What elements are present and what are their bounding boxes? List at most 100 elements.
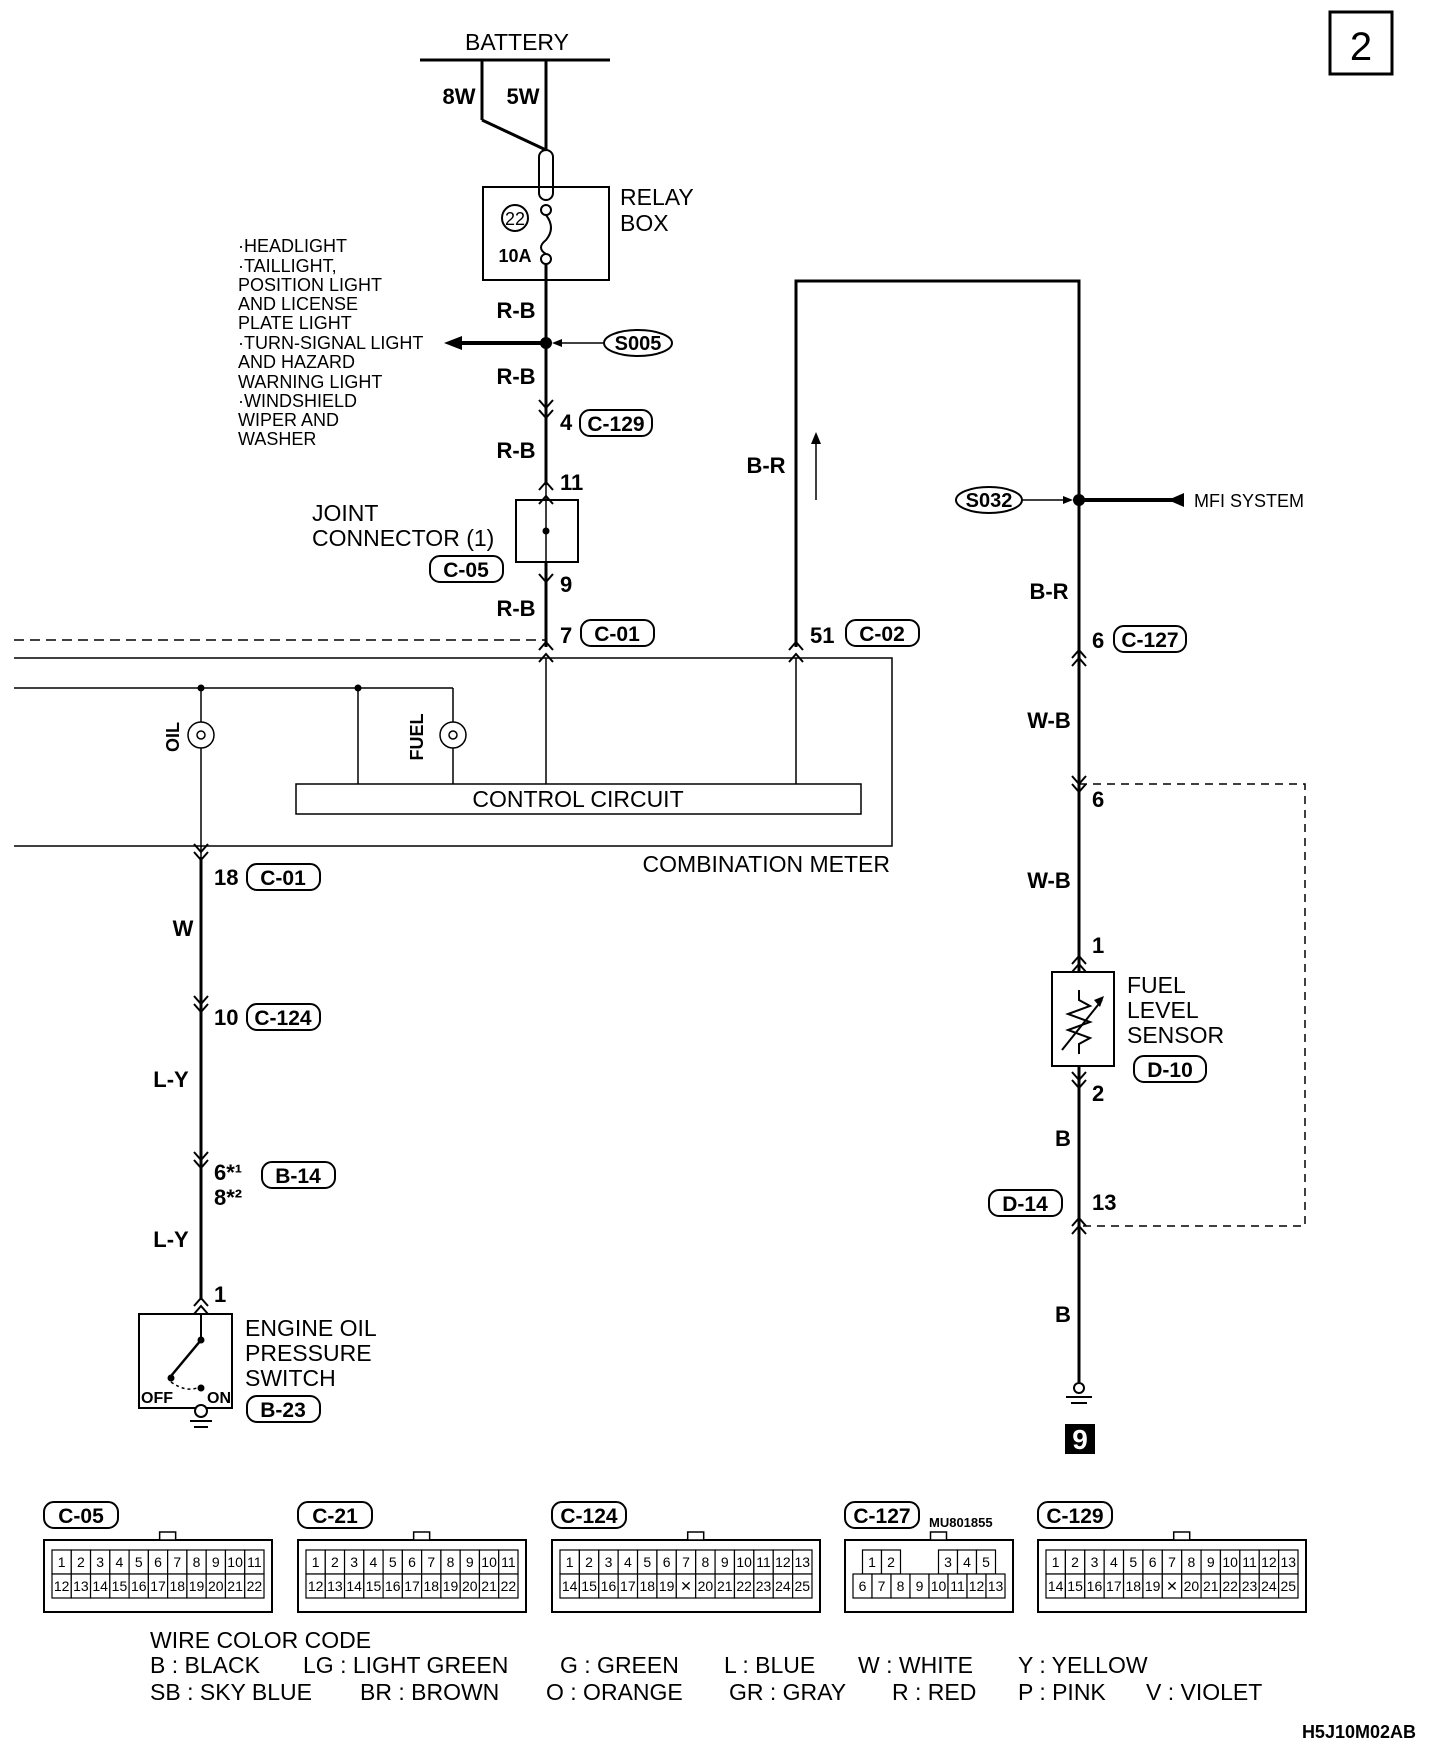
pin-6-c127: 6 [1092, 628, 1104, 653]
joint-arrow [538, 494, 554, 505]
control-circuit-box [295, 783, 862, 815]
joint-dot [542, 527, 550, 535]
oil-switch-label-1: ENGINE OIL [245, 1315, 377, 1341]
connector-pin-number: 14 [92, 1578, 108, 1594]
fuse-terminal-bottom [540, 253, 552, 265]
color-code-entry: V : VIOLET [1146, 1679, 1262, 1705]
connector-pin-number: 18 [1125, 1578, 1141, 1594]
load-line: WASHER [238, 429, 316, 449]
connector-pin-number: 10 [736, 1554, 752, 1570]
connector-pin-number: 13 [327, 1578, 343, 1594]
resistor-variable-arrow [1061, 999, 1103, 1051]
connector-mark-joint-top [538, 480, 554, 491]
wire-ly-1: L-Y [153, 1067, 189, 1092]
connector-pin-number: 18 [169, 1578, 185, 1594]
tag-c127: C-127 [1121, 629, 1178, 652]
oil-pressure-switch-box [138, 1313, 233, 1409]
splice-s032-label: S032 [966, 490, 1013, 512]
mfi-system-label: MFI SYSTEM [1194, 491, 1304, 511]
connector-pin-number: 19 [443, 1578, 459, 1594]
loads-arrow [444, 336, 462, 350]
color-code-entry: GR : GRAY [729, 1679, 846, 1705]
connector-view-tag-box [844, 1501, 920, 1529]
connector-pin-number: 8 [897, 1578, 905, 1594]
connector-pin-number: 12 [969, 1578, 985, 1594]
fuse-element [540, 214, 552, 255]
connector-pin-number: 15 [112, 1578, 128, 1594]
page-number-box [1328, 10, 1394, 76]
connector-pin-number: 16 [1087, 1578, 1103, 1594]
connector-view-tag: C-05 [58, 1505, 104, 1528]
fuel-lamp-filament [448, 730, 458, 740]
connector-pin-number: 5 [643, 1554, 651, 1570]
connector-pin-number: 1 [312, 1554, 320, 1570]
connector-pin-number: 5 [135, 1554, 143, 1570]
connector-pin-number: 12 [1261, 1554, 1277, 1570]
connector-pin-number: 21 [717, 1578, 733, 1594]
tag-c05: C-05 [443, 559, 489, 582]
pin-9: 9 [560, 572, 572, 597]
connector-pin-number: 13 [795, 1554, 811, 1570]
connector-pin-number: 16 [601, 1578, 617, 1594]
connector-mark-joint-bottom [538, 573, 554, 584]
connector-pin-number: 9 [212, 1554, 220, 1570]
pin-13: 13 [1092, 1190, 1116, 1215]
connector-view-tag-box [1037, 1501, 1113, 1529]
load-line: ·HEADLIGHT [238, 236, 347, 256]
connector-view-tag: C-127 [853, 1505, 910, 1528]
oil-switch-label-2: PRESSURE [245, 1340, 372, 1366]
oil-lamp-label: OIL [163, 722, 183, 752]
tag-box-c05 [429, 555, 504, 583]
ground-ref-box [1065, 1424, 1095, 1454]
tag-box-d14 [988, 1189, 1063, 1217]
connector-mark-d14 [1071, 1216, 1087, 1235]
connector-mark-c127 [1071, 648, 1087, 667]
fusible-link-join [481, 118, 547, 152]
load-line: POSITION LIGHT [238, 275, 382, 295]
connector-pin-number: 5 [982, 1554, 990, 1570]
tag-box-c01b [246, 863, 321, 891]
wire-w: W [173, 916, 194, 941]
wire-rb-3: R-B [496, 438, 535, 463]
relay-box-label-1: RELAY [620, 184, 694, 210]
connector-part-number: MU801855 [929, 1515, 993, 1530]
connector-cavity [498, 1573, 519, 1599]
connector-pin-number: 21 [1203, 1578, 1219, 1594]
connector-pin-number: 20 [462, 1578, 478, 1594]
connector-mark-b14 [193, 1151, 209, 1170]
pin-4: 4 [560, 410, 573, 435]
connector-pin-number: 22 [247, 1578, 263, 1594]
tag-box-c01 [580, 619, 655, 647]
connector-pin-number: ✕ [680, 1578, 692, 1594]
oil-warning-lamp-icon [187, 721, 215, 749]
connector-pin-number: 14 [562, 1578, 578, 1594]
connector-pin-number: 6 [1149, 1554, 1157, 1570]
connector-lock-tab [929, 1531, 948, 1541]
connector-pin-number: 2 [77, 1554, 85, 1570]
connector-pin-number: 3 [96, 1554, 104, 1570]
tag-c01: C-01 [594, 623, 640, 646]
connector-pin-number: 9 [721, 1554, 729, 1570]
pin-1-sensor: 1 [1092, 933, 1104, 958]
control-circuit-label: CONTROL CIRCUIT [472, 786, 683, 812]
color-code-row-1: B : BLACK LG : LIGHT GREEN G : GREEN L :… [150, 1652, 1148, 1678]
connector-pin-number: 1 [1052, 1554, 1060, 1570]
splice-s005-label: S005 [615, 333, 662, 355]
tag-b14: B-14 [275, 1165, 321, 1188]
connector-pin-number: 19 [189, 1578, 205, 1594]
connector-pin-number: 20 [208, 1578, 224, 1594]
connector-pin-number: 13 [988, 1578, 1004, 1594]
connector-view-tag-box [551, 1501, 627, 1529]
pin-51: 51 [810, 623, 834, 648]
fuel-pump-module-boundary [1079, 783, 1306, 1227]
switch-contact-on [197, 1384, 205, 1392]
tag-box-d10 [1133, 1055, 1207, 1083]
load-line: ·WINDSHIELD [238, 391, 357, 411]
connector-pin-number: 20 [1184, 1578, 1200, 1594]
load-line: AND HAZARD [238, 352, 355, 372]
connector-pin-number: 10 [481, 1554, 497, 1570]
color-code-entry: O : ORANGE [546, 1679, 683, 1705]
connector-pin-number: 19 [659, 1578, 675, 1594]
connector-pin-number: 17 [620, 1578, 636, 1594]
